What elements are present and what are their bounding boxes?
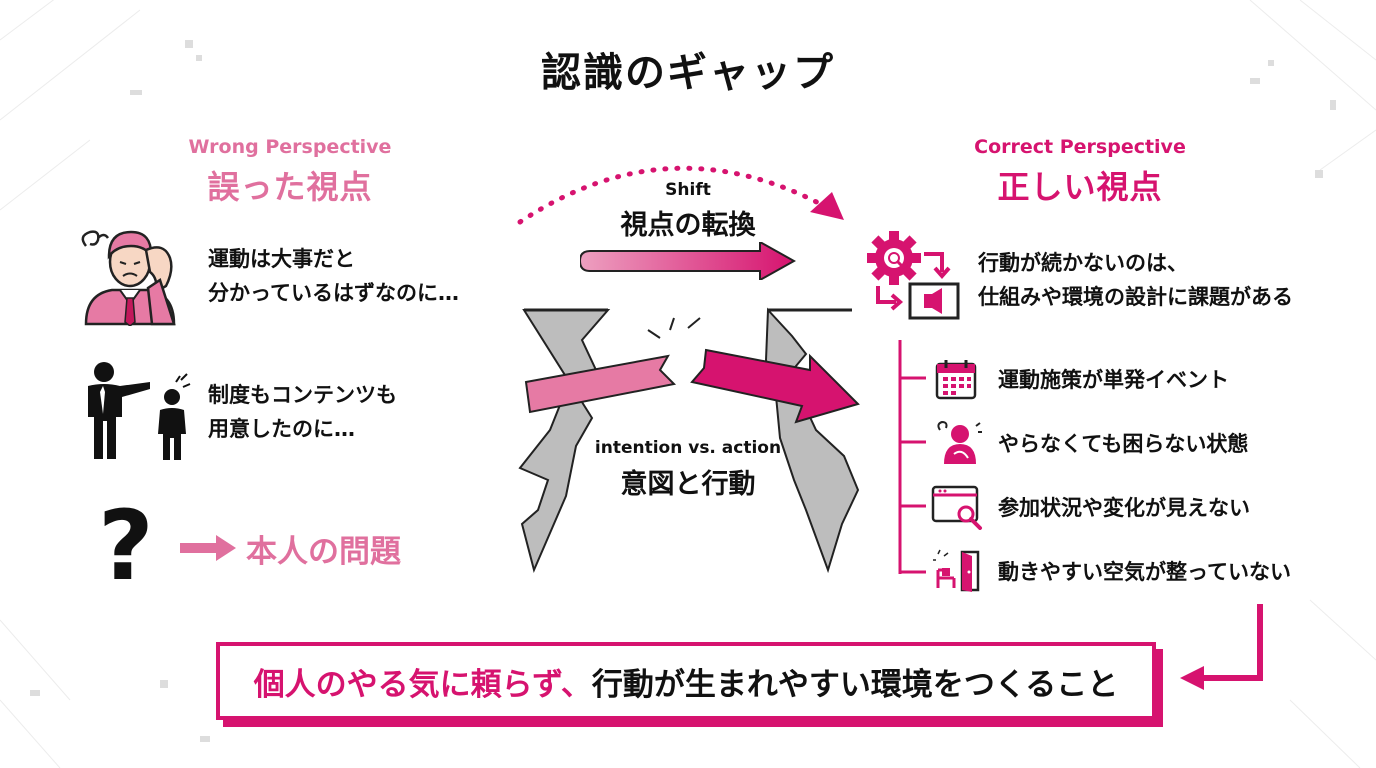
- gear-system-icon: [867, 231, 960, 320]
- correct-perspective-label-en: Correct Perspective: [974, 136, 1186, 158]
- arrow-right-icon: [180, 535, 236, 561]
- wrong-perspective-label-ja: 誤った視点: [207, 168, 373, 206]
- correct-list-item-2: やらなくても困らない状態: [998, 432, 1249, 456]
- shift-label-en: Shift: [665, 180, 711, 200]
- calendar-icon: [935, 360, 977, 400]
- dotted-curve-arrow: [517, 165, 844, 225]
- wrong-item-2-line-1: 制度もコンテンツも: [208, 383, 397, 407]
- shift-arrow: [580, 242, 796, 280]
- conclusion-box: 個人のやる気に頼らず、行動が生まれやすい環境をつくること: [216, 642, 1156, 720]
- gap-label-en: intention vs. action: [594, 438, 782, 458]
- page-title: 認識のギャップ: [541, 50, 835, 96]
- worried-person-icon: [81, 230, 176, 326]
- gap-label-ja: 意図と行動: [620, 469, 756, 500]
- correct-main-line-2: 仕組みや環境の設計に課題がある: [978, 285, 1293, 309]
- list-bracket: [898, 340, 926, 574]
- wrong-item-1-line-1: 運動は大事だと: [208, 247, 355, 271]
- wrong-item-2-line-2: 用意したのに…: [208, 417, 355, 441]
- conclusion-rest: 行動が生まれやすい環境をつくること: [591, 666, 1119, 703]
- relaxed-person-icon: [937, 420, 982, 464]
- door-chair-icon: [933, 549, 980, 592]
- personal-problem-text: 本人の問題: [246, 534, 401, 570]
- conclusion-highlight: 個人のやる気に頼らず、: [253, 666, 592, 703]
- pointing-people-icon: [88, 362, 191, 460]
- correct-perspective-label-ja: 正しい視点: [997, 168, 1163, 206]
- correct-list-item-3: 参加状況や変化が見えない: [998, 496, 1250, 520]
- shift-label-ja: 視点の転換: [620, 210, 756, 241]
- browser-search-icon: [931, 485, 982, 530]
- return-arrow: [1180, 604, 1263, 690]
- wrong-item-1-line-2: 分かっているはずなのに…: [208, 281, 459, 305]
- correct-list-item-1: 運動施策が単発イベント: [998, 368, 1229, 392]
- question-mark-icon: ?: [98, 490, 154, 602]
- correct-list-item-4: 動きやすい空気が整っていない: [998, 560, 1291, 584]
- wrong-perspective-label-en: Wrong Perspective: [188, 136, 392, 158]
- gap-chasm: [518, 307, 860, 574]
- correct-main-line-1: 行動が続かないのは、: [978, 251, 1188, 275]
